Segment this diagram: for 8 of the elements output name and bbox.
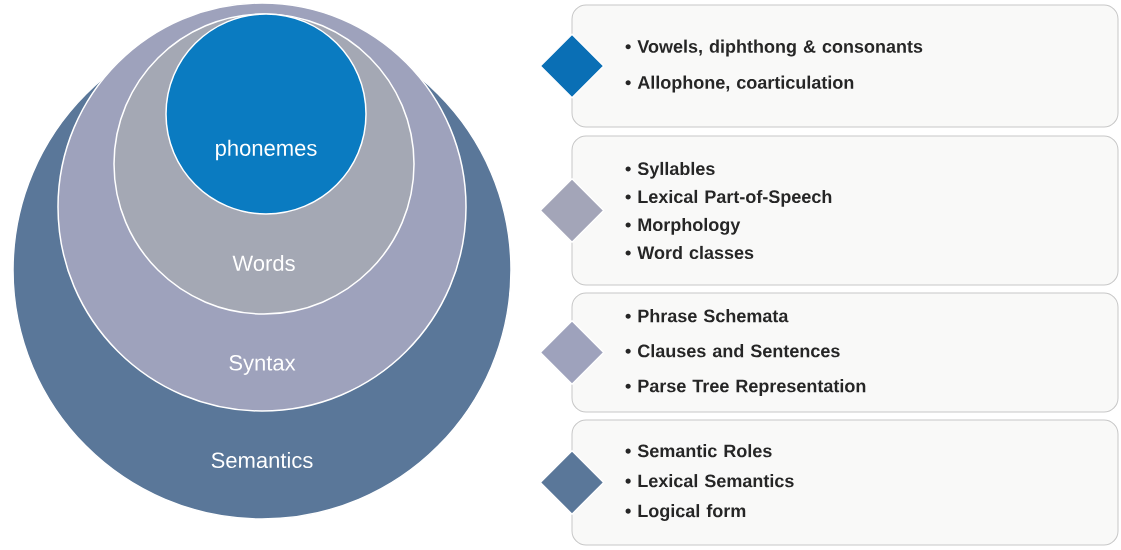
- topic-box: • Semantic Roles • Lexical Semantics • Logical form: [571, 419, 1119, 546]
- topic-box: • Vowels, diphthong & consonants • Allophone, coarticulation: [571, 4, 1119, 128]
- layer-label: Syntax: [229, 355, 296, 375]
- layer-label: Words: [232, 254, 295, 272]
- topic-box: • Phrase Schemata • Clauses and Sentences • Parse Tree Representation: [571, 292, 1119, 413]
- topic-box: • Syllables • Lexical Part-of-Speech • Morphology • Word classes: [571, 135, 1119, 286]
- layer-label: Semantics: [211, 451, 313, 469]
- layer-label: phonemes: [216, 139, 317, 161]
